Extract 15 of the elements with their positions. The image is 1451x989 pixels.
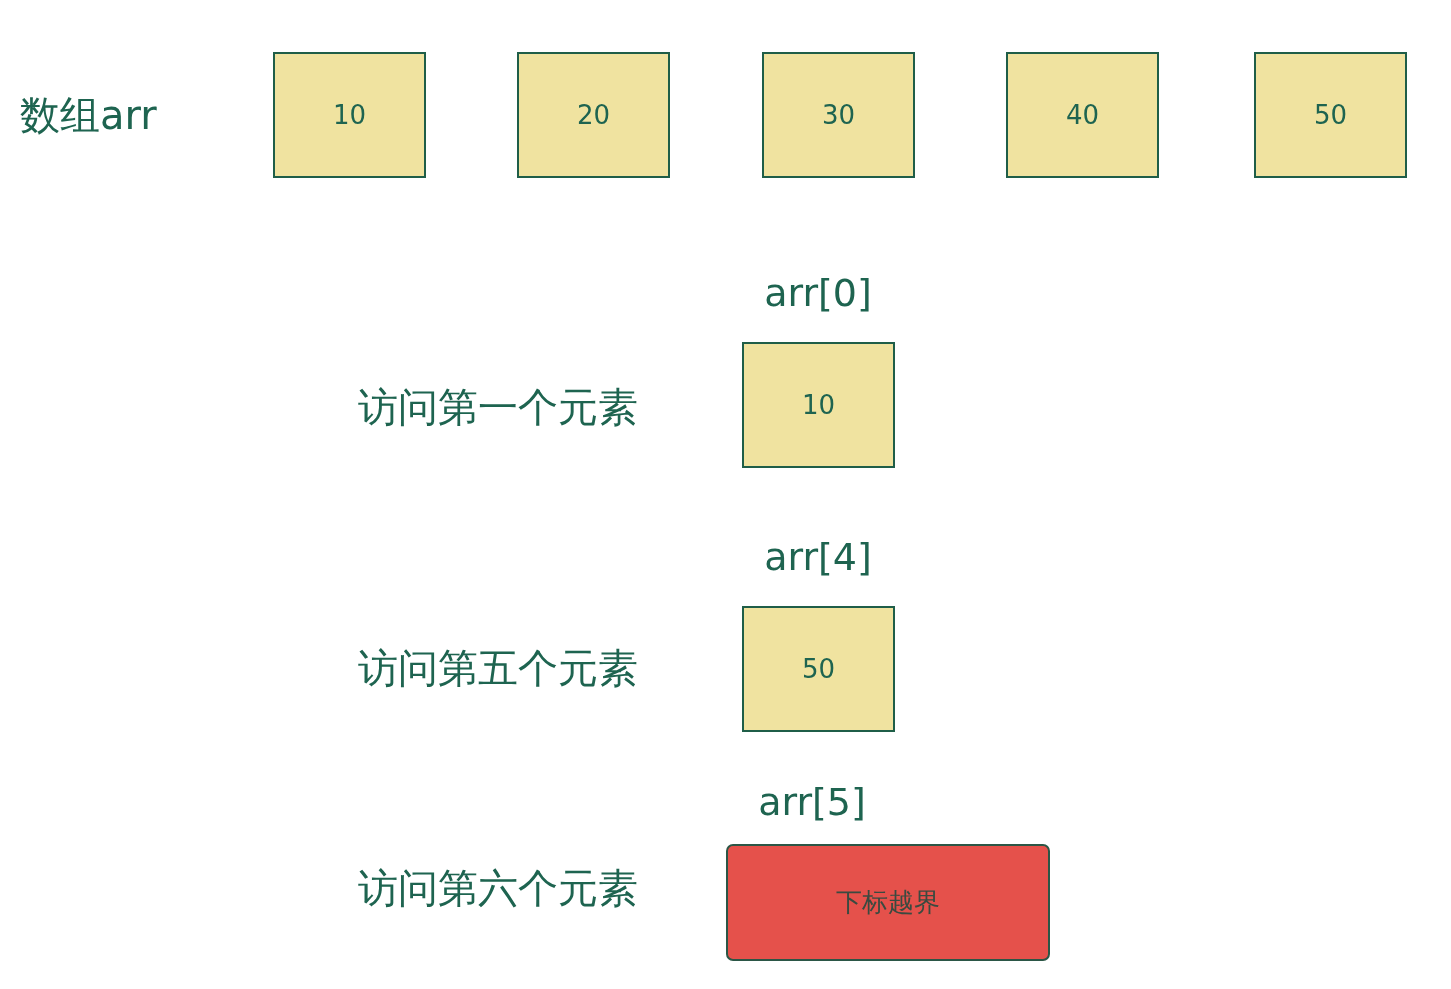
array-element-box: 10 bbox=[742, 342, 895, 468]
index-label: arr[4] bbox=[764, 538, 872, 576]
error-box: 下标越界 bbox=[726, 844, 1050, 961]
row-label: 访问第一个元素 bbox=[358, 387, 638, 427]
array-element-box: 50 bbox=[1254, 52, 1407, 178]
index-label: arr[5] bbox=[758, 783, 866, 821]
row-label: 访问第六个元素 bbox=[358, 868, 638, 908]
array-name-label: 数组arr bbox=[20, 95, 157, 135]
array-element-box: 20 bbox=[517, 52, 670, 178]
row-label: 访问第五个元素 bbox=[358, 648, 638, 688]
array-element-box: 50 bbox=[742, 606, 895, 732]
index-label: arr[0] bbox=[764, 274, 872, 312]
array-element-box: 30 bbox=[762, 52, 915, 178]
array-element-box: 40 bbox=[1006, 52, 1159, 178]
array-element-box: 10 bbox=[273, 52, 426, 178]
